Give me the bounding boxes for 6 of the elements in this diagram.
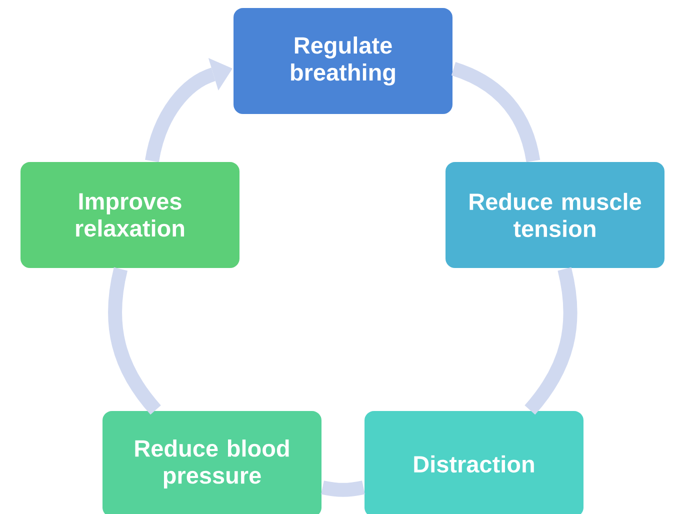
cycle-arrow [145,58,232,162]
process-box: Regulate breathing [232,7,454,115]
process-box: Reduce muscle tension [444,161,666,269]
process-box: Distraction [364,410,584,514]
process-box: Improves relaxation [20,161,240,269]
process-box: Reduce blood pressure [102,410,322,514]
